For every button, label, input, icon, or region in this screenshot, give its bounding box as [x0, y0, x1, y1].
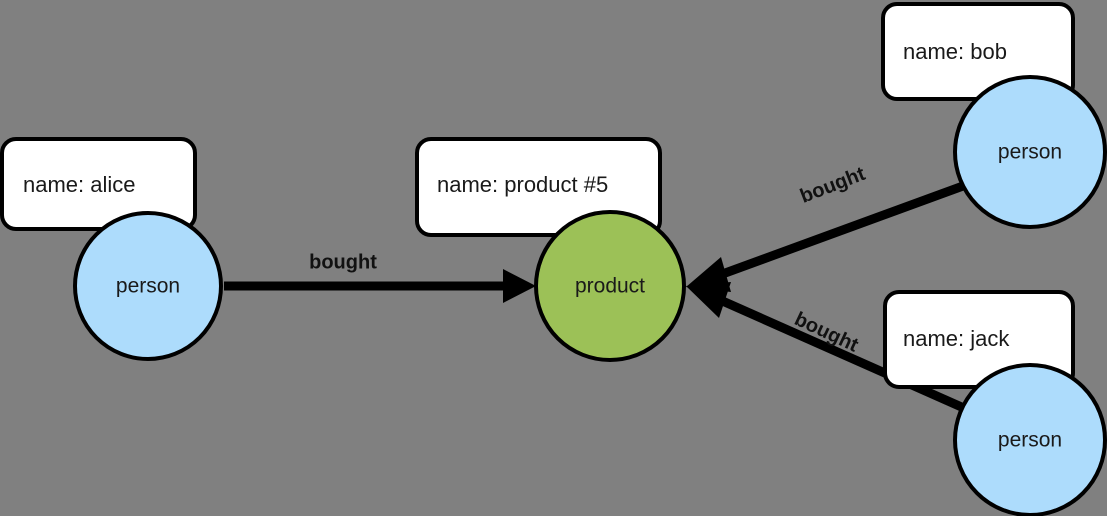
node-circle	[534, 210, 686, 362]
edge-label-alice-bought: bought	[309, 251, 377, 273]
node-circle	[953, 363, 1107, 516]
property-box-alice[interactable]: name: alice	[0, 137, 197, 231]
property-box-label: name: bob	[903, 39, 1007, 64]
node-circle	[953, 75, 1107, 229]
property-box-rect	[0, 137, 197, 231]
edges-layer	[224, 181, 968, 414]
node-product5[interactable]: product	[534, 210, 686, 362]
edge-line	[716, 294, 968, 414]
node-circle	[73, 211, 223, 361]
property-box-label: name: alice	[23, 172, 136, 197]
node-alice[interactable]: person	[73, 211, 223, 361]
edge-line	[715, 181, 965, 281]
node-type-label: product	[575, 275, 645, 298]
node-type-label: person	[998, 429, 1062, 452]
property-box-label: name: jack	[903, 326, 1010, 351]
edge-label-bob-bought: bought	[797, 163, 868, 208]
nodes-layer: person product person person	[73, 75, 1107, 516]
property-box-label: name: product #5	[437, 172, 608, 197]
node-type-label: person	[998, 141, 1062, 164]
edge-bob-bought-product[interactable]	[686, 181, 965, 292]
node-bob[interactable]: person	[953, 75, 1107, 229]
edge-alice-bought-product[interactable]	[224, 269, 536, 303]
arrowhead-icon	[503, 269, 536, 303]
node-type-label: person	[116, 275, 180, 298]
edge-jack-bought-product[interactable]	[686, 282, 968, 414]
arrowhead-icon	[686, 282, 731, 318]
node-jack[interactable]: person	[953, 363, 1107, 516]
